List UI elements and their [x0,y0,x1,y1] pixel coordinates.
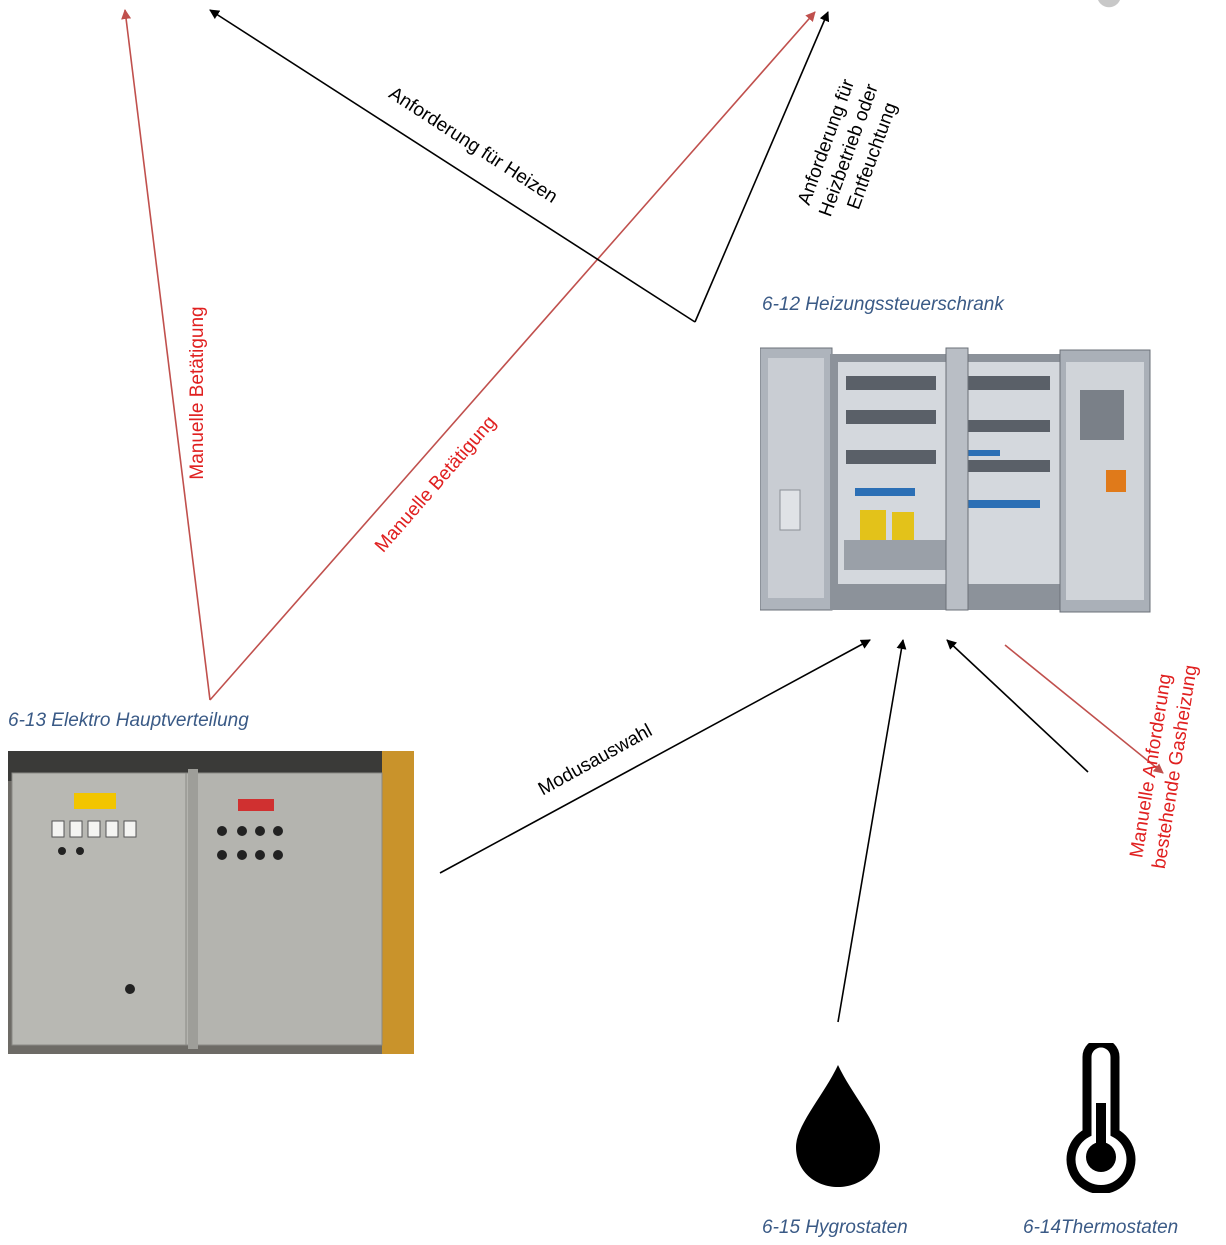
edge-hygro-line [837,639,907,1023]
main-distribution-photo [8,751,414,1054]
edge-heat-dehum-line [694,11,830,323]
label-manual-diag: Manuelle Betätigung [371,412,501,557]
label-heat-dehum: Anforderung für Heizbetrieb oder Entfeuc… [793,68,907,228]
label-heating-request: Anforderung für Heizen [385,83,561,208]
knob-icon [1098,0,1120,8]
edge-heating-request-line [209,9,696,323]
caption-heating-cabinet: 6-12 Heizungssteuerschrank [762,294,1004,315]
label-gas-request: Manuelle Anforderung bestehende Gasheizu… [1125,660,1202,871]
label-manual-up: Manuelle Betätigung [187,306,208,479]
heating-cabinet-photo [760,347,1151,613]
thermometer-icon [1066,1043,1136,1193]
caption-main-distribution: 6-13 Elektro Hauptverteilung [8,710,249,731]
edge-thermo-line [946,639,1089,773]
edge-manual-diag-line [209,11,816,701]
edge-mode-line [439,639,871,874]
edge-gas-request-line [1004,644,1164,774]
caption-hygrostats: 6-15 Hygrostaten [762,1217,908,1238]
water-drop-icon [796,1065,880,1187]
caption-thermostats: 6-14Thermostaten [1023,1217,1179,1238]
edge-manual-up-line [121,9,211,701]
